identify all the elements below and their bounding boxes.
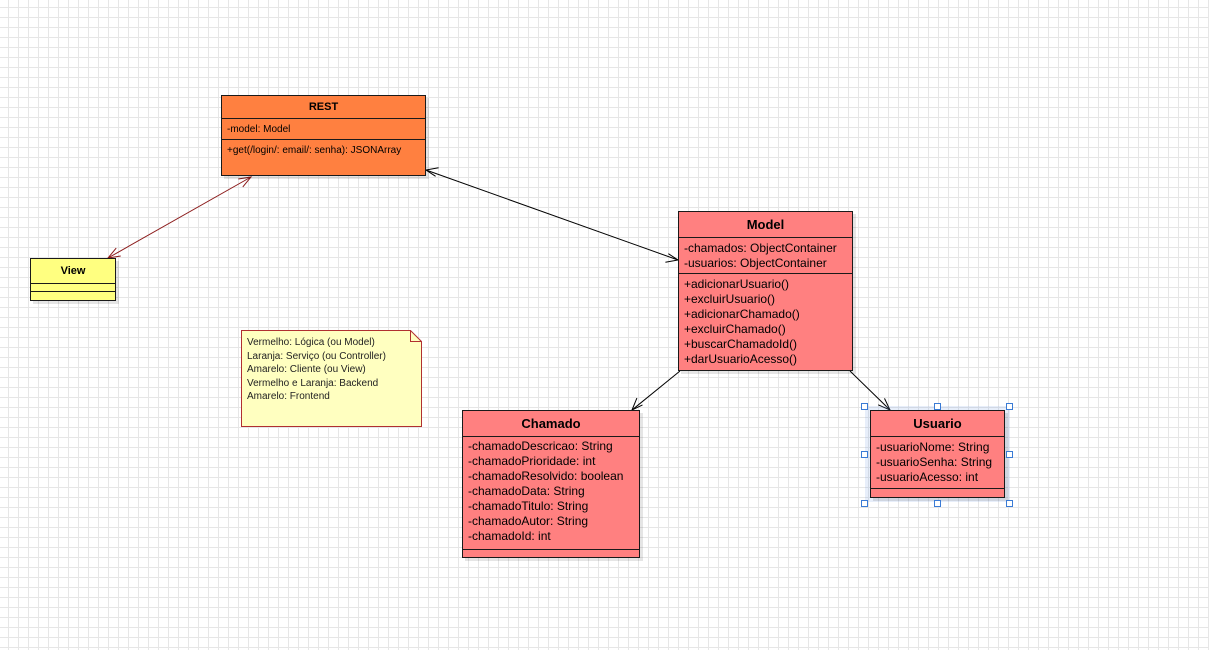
resize-handle-top-right[interactable]: [1006, 403, 1013, 410]
note-line: Vermelho e Laranja: Backend: [247, 377, 379, 389]
attribute-row: -usuarios: ObjectContainer: [684, 256, 827, 270]
resize-handle-left[interactable]: [861, 451, 868, 458]
class-rest[interactable]: REST -model: Model +get(/login/: email/:…: [221, 95, 426, 176]
class-chamado-attributes: -chamadoDescricao: String -chamadoPriori…: [463, 437, 639, 550]
legend-note[interactable]: Vermelho: Lógica (ou Model) Laranja: Ser…: [241, 330, 422, 427]
class-usuario-operations: [871, 489, 1004, 497]
note-line: Laranja: Serviço (ou Controller): [247, 350, 386, 362]
operation-row: +buscarChamadoId(): [684, 337, 798, 351]
class-rest-name: REST: [222, 96, 425, 119]
resize-handle-right[interactable]: [1006, 451, 1013, 458]
note-shape: [241, 330, 422, 427]
class-usuario[interactable]: Usuario -usuarioNome: String -usuarioSen…: [870, 410, 1005, 498]
class-model[interactable]: Model -chamados: ObjectContainer -usuari…: [678, 211, 853, 371]
attribute-row: -chamadoData: String: [468, 484, 585, 498]
assoc-model-chamado[interactable]: [631, 370, 681, 412]
assoc-model-usuario[interactable]: [849, 370, 892, 411]
attribute-row: -chamadoPrioridade: int: [468, 454, 596, 468]
class-usuario-name: Usuario: [871, 411, 1004, 437]
assoc-rest-model[interactable]: [424, 167, 680, 263]
class-view-name: View: [31, 259, 115, 284]
class-chamado[interactable]: Chamado -chamadoDescricao: String -chama…: [462, 410, 640, 558]
class-rest-attributes: -model: Model: [222, 119, 425, 140]
note-text: Vermelho: Lógica (ou Model) Laranja: Ser…: [247, 336, 386, 404]
resize-handle-bottom-left[interactable]: [861, 500, 868, 507]
attribute-row: -usuarioNome: String: [876, 440, 990, 454]
operation-row: +adicionarChamado(): [684, 307, 800, 321]
resize-handle-bottom[interactable]: [934, 500, 941, 507]
attribute-row: -usuarioAcesso: int: [876, 470, 979, 484]
attribute-row: -chamadoResolvido: boolean: [468, 469, 624, 483]
class-rest-operations: +get(/login/: email/: senha): JSONArray: [222, 140, 425, 175]
attribute-row: -chamadoId: int: [468, 529, 551, 543]
resize-handle-top[interactable]: [934, 403, 941, 410]
operation-row: +adicionarUsuario(): [684, 277, 790, 291]
operation-row: +excluirChamado(): [684, 322, 786, 336]
class-model-operations: +adicionarUsuario() +excluirUsuario() +a…: [679, 274, 852, 370]
operation-row: +get(/login/: email/: senha): JSONArray: [227, 145, 402, 156]
class-model-name: Model: [679, 212, 852, 238]
resize-handle-bottom-right[interactable]: [1006, 500, 1013, 507]
class-usuario-attributes: -usuarioNome: String -usuarioSenha: Stri…: [871, 437, 1004, 489]
class-chamado-name: Chamado: [463, 411, 639, 437]
note-line: Amarelo: Frontend: [247, 391, 330, 402]
class-chamado-operations: [463, 550, 639, 558]
operation-row: +darUsuarioAcesso(): [684, 352, 798, 366]
attribute-row: -chamadoDescricao: String: [468, 439, 613, 453]
attribute-row: -chamadoTitulo: String: [468, 499, 589, 513]
resize-handle-top-left[interactable]: [861, 403, 868, 410]
operation-row: +excluirUsuario(): [684, 292, 776, 306]
assoc-view-rest[interactable]: [106, 176, 253, 259]
class-view[interactable]: View: [30, 258, 116, 301]
attribute-row: -chamadoAutor: String: [468, 514, 589, 528]
attribute-row: -chamados: ObjectContainer: [684, 241, 837, 255]
note-line: Amarelo: Cliente (ou View): [247, 364, 366, 375]
note-line: Vermelho: Lógica (ou Model): [247, 337, 375, 348]
attribute-row: -model: Model: [227, 124, 291, 135]
class-model-attributes: -chamados: ObjectContainer -usuarios: Ob…: [679, 238, 852, 274]
class-view-attributes: [31, 284, 115, 292]
attribute-row: -usuarioSenha: String: [876, 455, 993, 469]
class-view-operations: [31, 292, 115, 300]
